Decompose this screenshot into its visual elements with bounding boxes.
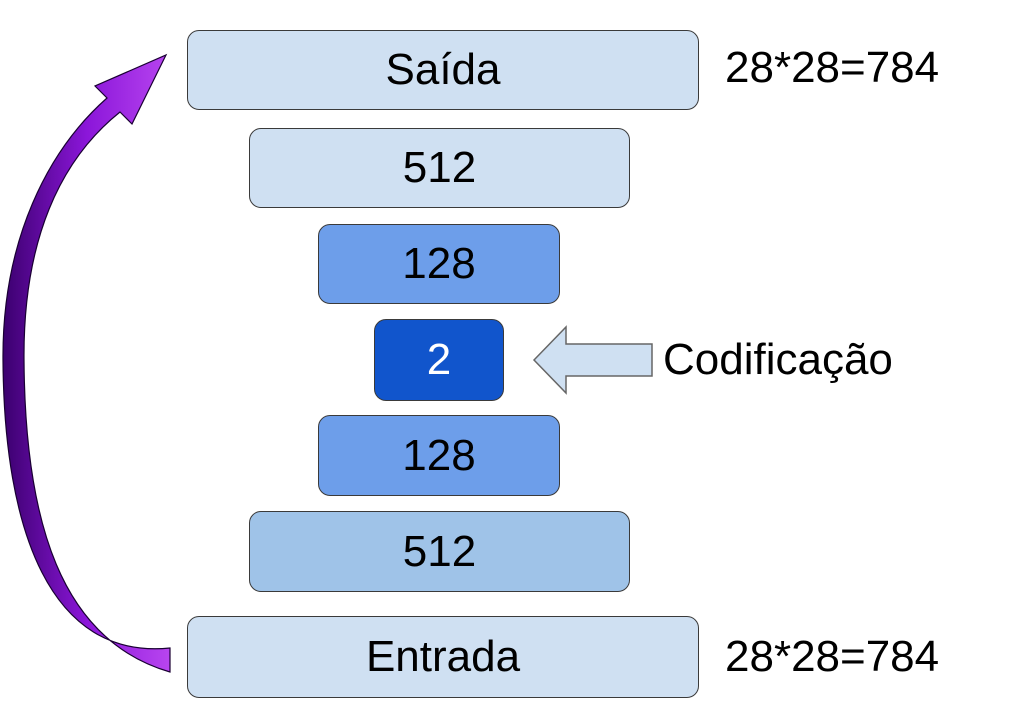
input-size-label: 28*28=784 <box>725 632 940 681</box>
encoder-128-layer: 128 <box>318 415 560 496</box>
input-layer-label: Entrada <box>365 632 521 681</box>
decoder-512-layer: 512 <box>249 128 630 208</box>
code-pointer-arrow-shape <box>532 325 653 395</box>
code-layer: 2 <box>374 319 504 401</box>
encoder-512-layer: 512 <box>249 511 630 592</box>
input-layer: Entrada <box>187 616 699 698</box>
encoder-512-label: 512 <box>402 526 477 576</box>
code-annotation-label: Codificação <box>663 335 893 384</box>
encoder-128-label: 128 <box>402 430 476 480</box>
output-layer-label: Saída <box>385 45 501 94</box>
reconstruction-arrow-body <box>2 53 171 673</box>
output-layer: Saída <box>187 30 699 110</box>
decoder-512-label: 512 <box>402 143 477 192</box>
code-layer-label: 2 <box>426 335 452 384</box>
decoder-128-layer: 128 <box>318 224 560 304</box>
output-size-label: 28*28=784 <box>725 43 940 92</box>
decoder-128-label: 128 <box>402 239 476 288</box>
